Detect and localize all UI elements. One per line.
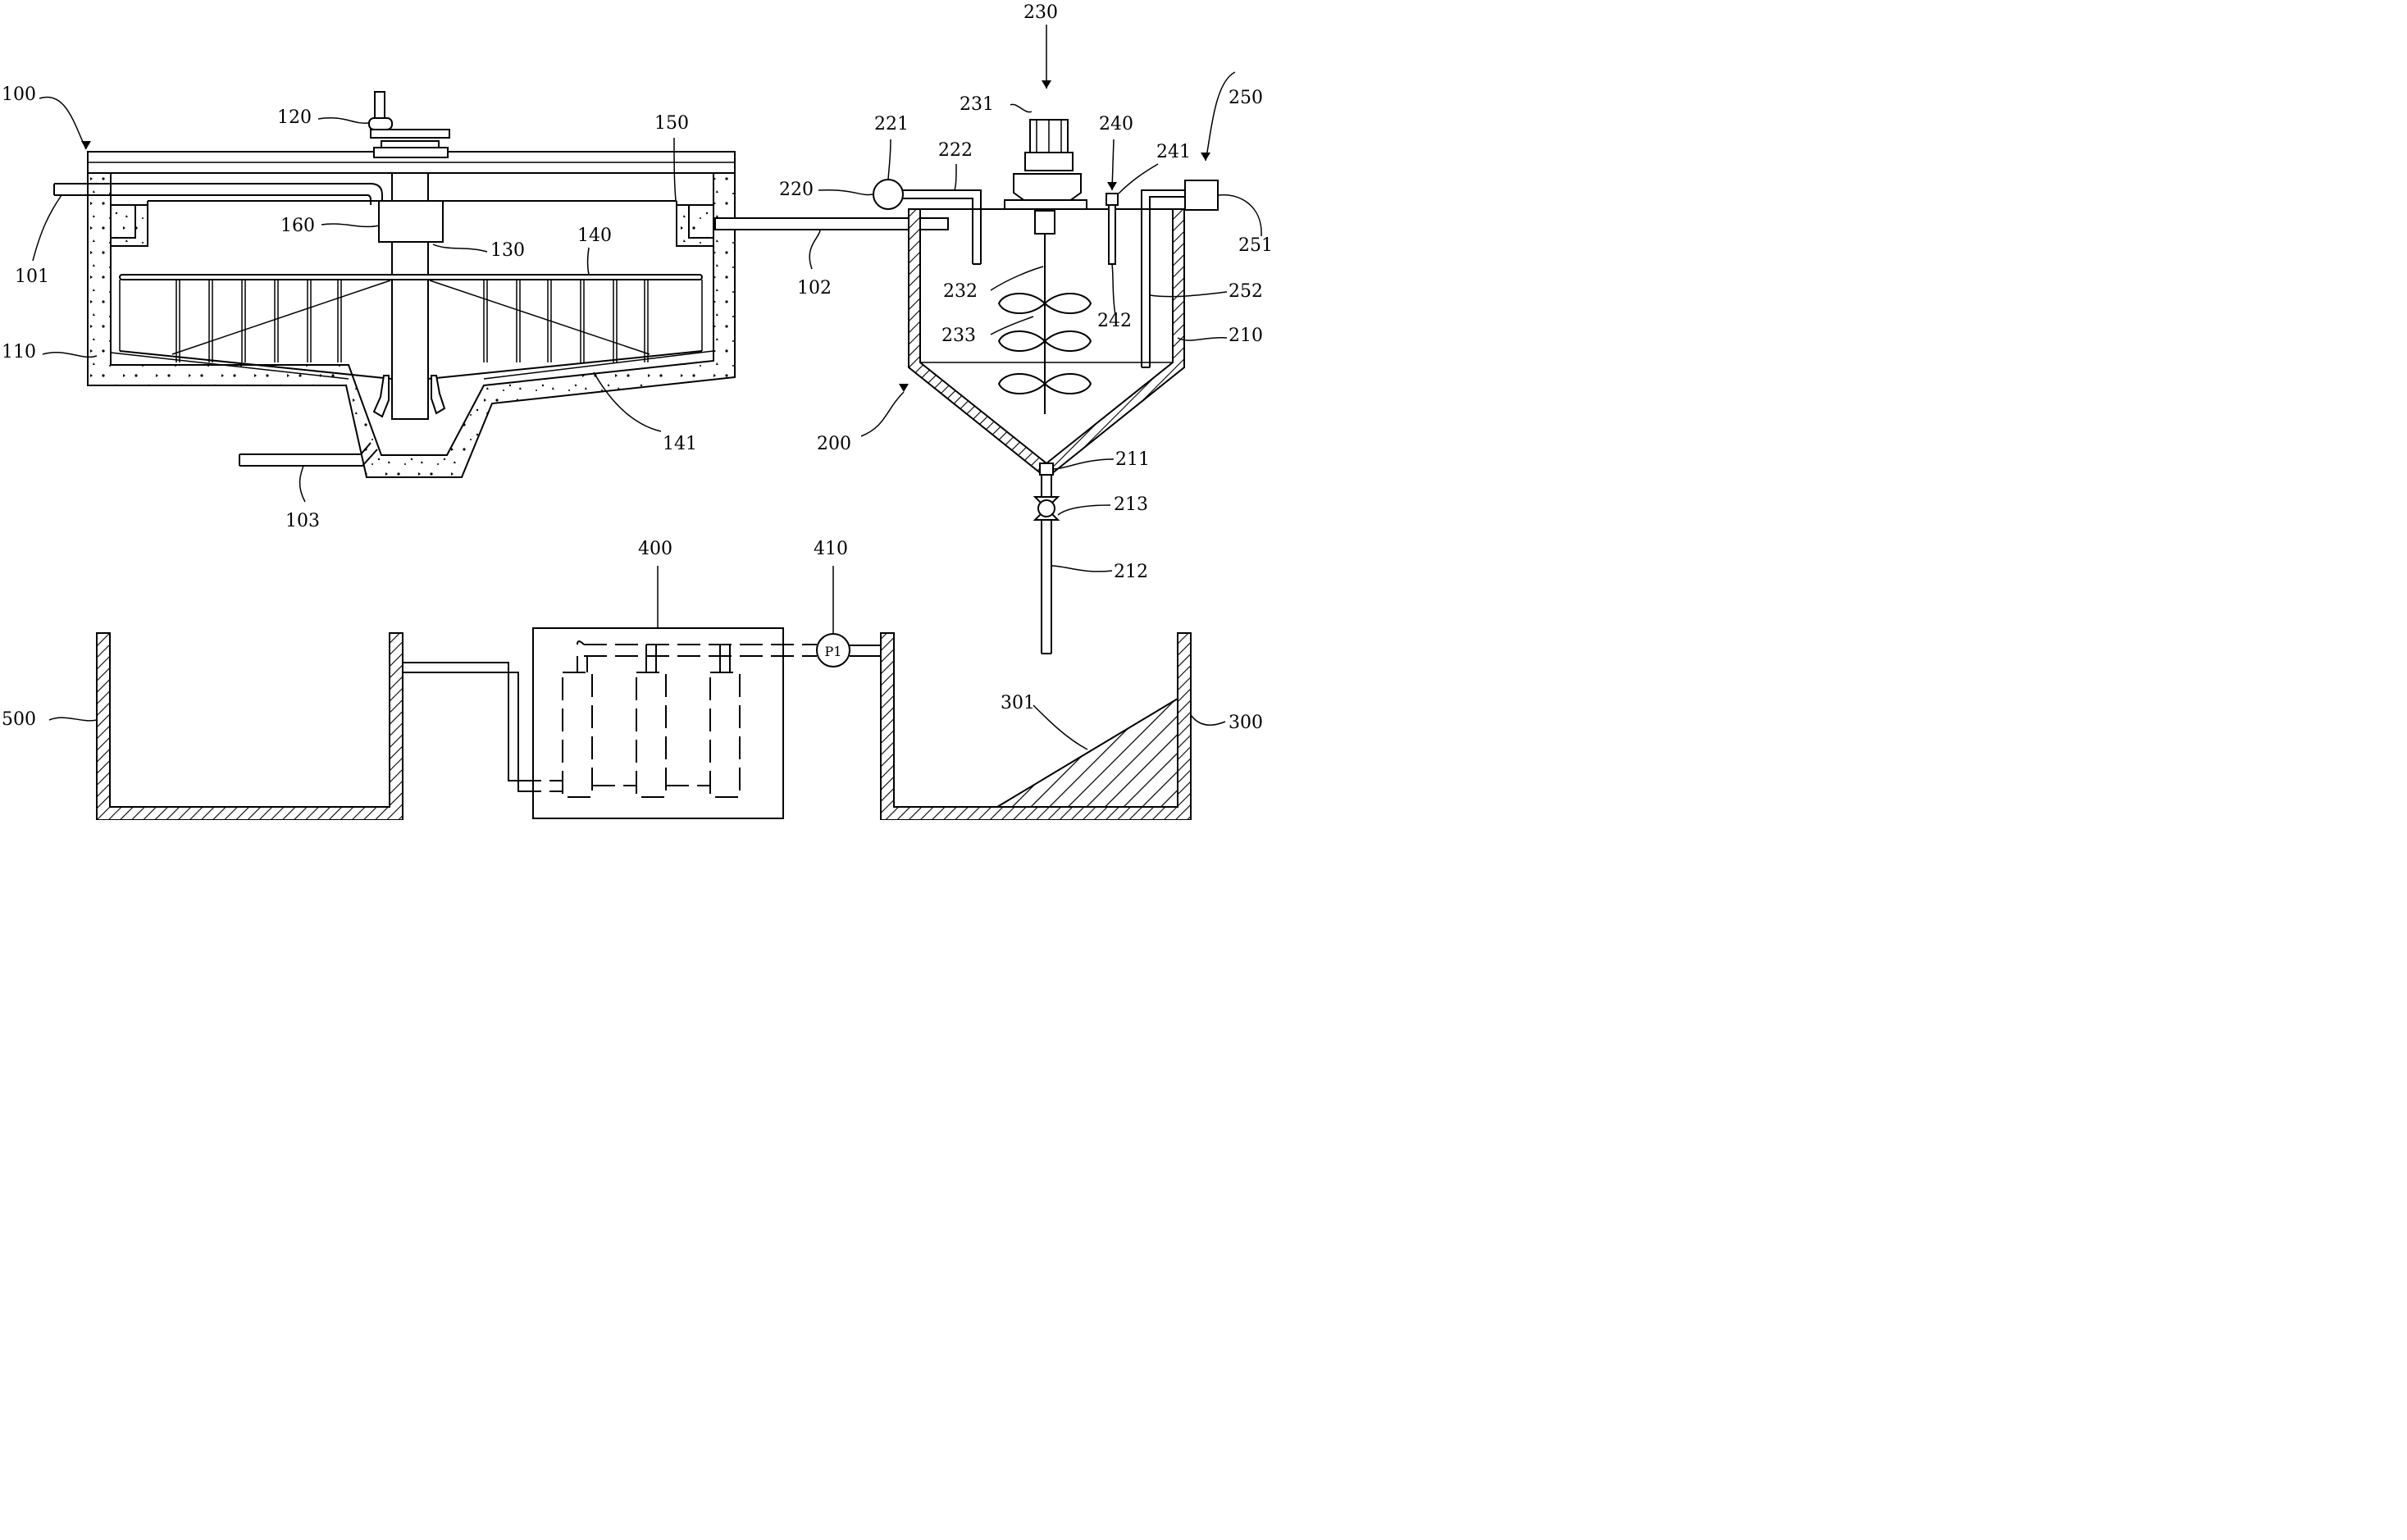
- transfer-pipe: [403, 662, 533, 792]
- label-220: 220: [779, 180, 814, 200]
- label-103: 103: [285, 511, 320, 531]
- label-102: 102: [797, 278, 832, 298]
- drain-valve: [1033, 496, 1060, 654]
- label-500: 500: [2, 709, 36, 730]
- label-150: 150: [654, 113, 689, 134]
- probe-sensor: [1105, 193, 1119, 265]
- label-101: 101: [15, 267, 49, 287]
- leader-lines: [32, 25, 1262, 750]
- label-160: 160: [280, 216, 315, 236]
- sludge-outlet-pipe: [239, 442, 378, 467]
- right-launder: [676, 204, 714, 247]
- part-labels: 100 101 102 103 110 120 130 140 141 150 160 200 210 2…: [2, 2, 1273, 733]
- label-233: 233: [941, 326, 976, 346]
- label-222: 222: [938, 140, 973, 161]
- label-410: 410: [814, 539, 848, 559]
- label-240: 240: [1099, 114, 1133, 134]
- drive-motor: [368, 91, 450, 139]
- label-251: 251: [1238, 235, 1273, 256]
- label-120: 120: [277, 107, 312, 128]
- label-241: 241: [1156, 142, 1191, 162]
- label-213: 213: [1114, 494, 1148, 515]
- sludge-tank: [880, 632, 1192, 821]
- label-211: 211: [1115, 449, 1150, 470]
- label-210: 210: [1229, 326, 1263, 346]
- label-140: 140: [577, 226, 612, 246]
- label-221: 221: [874, 114, 909, 134]
- process-diagram: 100 101 102 103 110 120 130 140 141 150 160 200 210 2…: [0, 0, 1286, 821]
- mixer-assembly: [997, 119, 1092, 414]
- pump-label: P1: [825, 644, 842, 659]
- diagram-svg: 100 101 102 103 110 120 130 140 141 150 160 200 210 2…: [2, 2, 1273, 821]
- label-250: 250: [1229, 88, 1263, 108]
- left-launder: [110, 204, 148, 247]
- label-230: 230: [1023, 2, 1058, 23]
- label-252: 252: [1229, 281, 1263, 302]
- overflow-pipe: [714, 217, 949, 230]
- filter-box: [518, 627, 817, 819]
- label-231: 231: [960, 94, 994, 115]
- rake-arms: [119, 274, 703, 418]
- label-110: 110: [2, 342, 36, 362]
- label-100: 100: [2, 84, 36, 105]
- dosing-pump: [873, 179, 982, 265]
- label-200: 200: [817, 434, 851, 454]
- tank-concrete-wall: [87, 172, 736, 478]
- inlet-pipe: [53, 183, 383, 205]
- label-130: 130: [490, 240, 525, 261]
- center-column: [147, 140, 677, 420]
- label-141: 141: [663, 434, 697, 454]
- label-242: 242: [1097, 311, 1132, 331]
- feed-well: [378, 200, 444, 243]
- clean-water-tank: [96, 632, 403, 821]
- label-212: 212: [1114, 562, 1148, 582]
- sludge-slope: [994, 697, 1178, 808]
- label-400: 400: [638, 539, 672, 559]
- label-232: 232: [943, 281, 978, 302]
- level-sensor: [1141, 180, 1219, 368]
- label-301: 301: [1001, 693, 1035, 713]
- label-300: 300: [1229, 713, 1263, 733]
